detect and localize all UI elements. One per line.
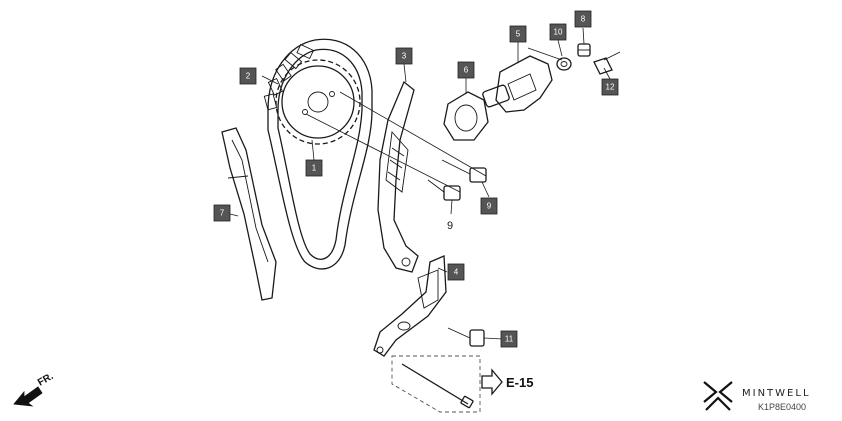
front-label: FR. — [36, 371, 56, 389]
svg-text:7: 7 — [220, 209, 225, 218]
brand-logo: MINTWELL — [703, 381, 811, 411]
callout-8: 8 — [574, 10, 592, 28]
svg-text:12: 12 — [606, 83, 615, 92]
callout-4: 4 — [447, 263, 465, 281]
callout-3: 3 — [395, 47, 413, 65]
reference-arrow: E-15 — [481, 368, 533, 396]
front-direction-indicator: FR. — [13, 371, 56, 407]
callout-7: 7 — [213, 204, 231, 222]
gasket — [443, 91, 489, 141]
long-bolt — [401, 363, 474, 409]
diagram-code: K1P8E0400 — [758, 402, 806, 412]
brand-mark-icon — [703, 381, 733, 411]
svg-text:9: 9 — [487, 202, 492, 211]
callout-5: 5 — [509, 25, 527, 43]
svg-text:4: 4 — [454, 268, 459, 277]
leader-lines — [225, 27, 611, 340]
cam-chain — [263, 38, 373, 270]
brand-name: MINTWELL — [742, 388, 811, 399]
svg-text:5: 5 — [516, 30, 521, 39]
bracket — [373, 255, 447, 357]
plain-label-9: 9 — [447, 220, 453, 232]
callout-1: 1 — [305, 159, 323, 177]
svg-text:6: 6 — [464, 66, 469, 75]
washer — [556, 57, 572, 71]
callout-9: 9 — [480, 197, 498, 215]
reference-box — [391, 355, 481, 413]
tensioner-arm — [377, 80, 419, 273]
bracket-bolt — [447, 327, 485, 347]
svg-text:8: 8 — [581, 15, 586, 24]
callout-group: 1 2 3 4 5 6 7 8 — [213, 10, 619, 348]
svg-text:3: 3 — [402, 52, 407, 61]
bolt-upper — [441, 159, 487, 183]
chain-guide — [221, 127, 277, 301]
callout-12: 12 — [601, 78, 619, 96]
callout-11: 11 — [500, 330, 518, 348]
svg-text:2: 2 — [246, 72, 251, 81]
front-arrow-icon — [13, 386, 43, 407]
sealing-bolt — [577, 43, 591, 57]
svg-text:11: 11 — [505, 335, 514, 344]
svg-text:10: 10 — [554, 28, 563, 37]
tensioner-lifter — [482, 55, 553, 113]
lifter-bolt — [593, 51, 621, 75]
callout-6: 6 — [457, 61, 475, 79]
reference-label: E-15 — [506, 375, 533, 390]
svg-text:1: 1 — [312, 164, 317, 173]
callout-10: 10 — [549, 23, 567, 41]
callout-2: 2 — [239, 67, 257, 85]
cam-sprocket — [275, 59, 361, 145]
